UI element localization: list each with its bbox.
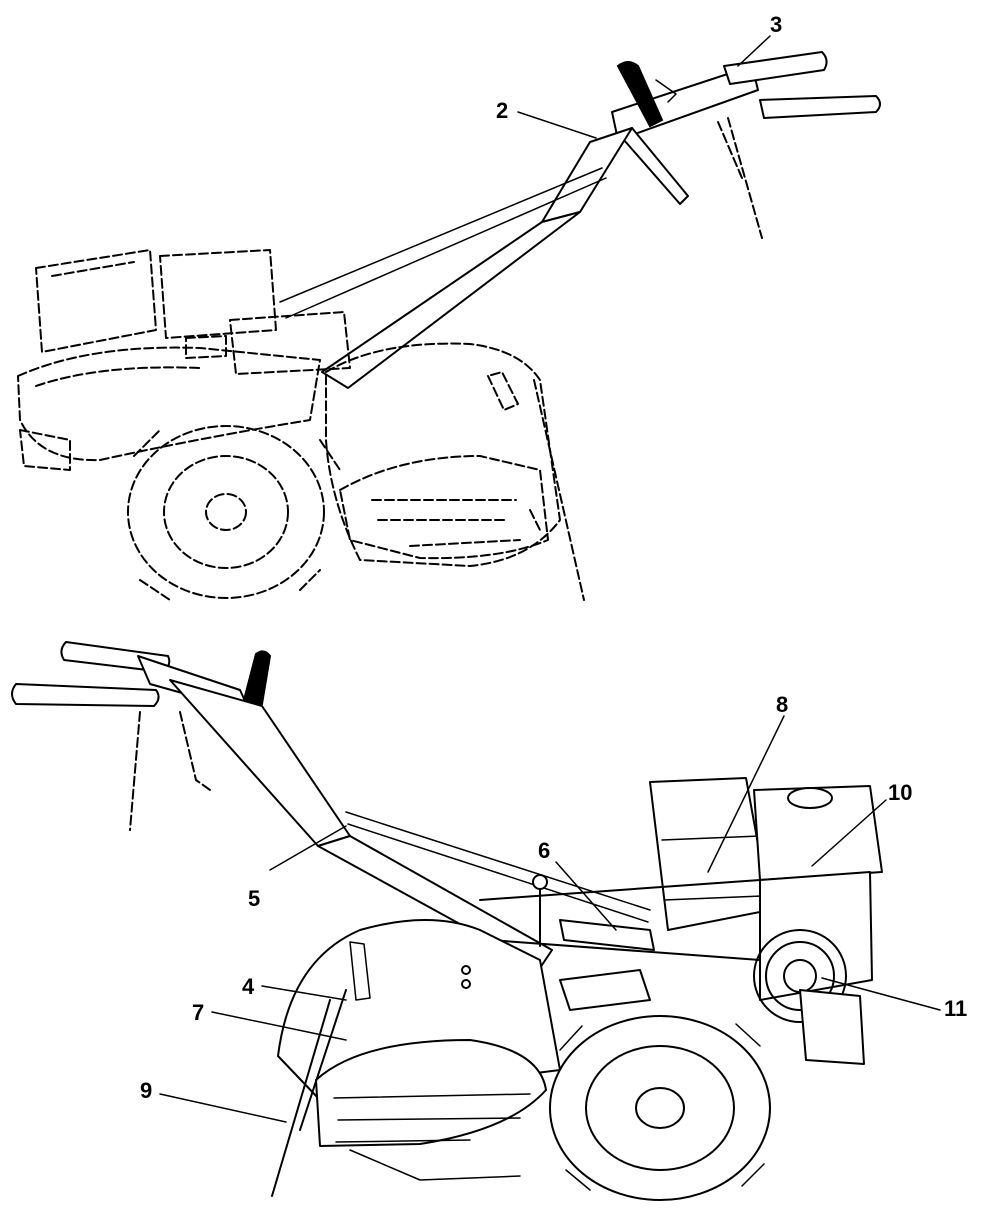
engine-top xyxy=(35,249,351,375)
wheel-top xyxy=(127,425,341,601)
tine-hood-top xyxy=(325,342,585,601)
leader-lines xyxy=(159,35,941,1123)
leader-4 xyxy=(261,985,347,1001)
callout-6: 6 xyxy=(538,838,550,863)
frame-bottom xyxy=(479,874,761,961)
tine-hood-bottom xyxy=(271,919,561,1197)
leader-5 xyxy=(269,825,347,871)
wheel-bottom xyxy=(549,969,771,1201)
engine-bottom xyxy=(649,777,883,1065)
tiller-top-view xyxy=(17,51,881,601)
callout-11: 11 xyxy=(944,996,967,1021)
leader-2 xyxy=(517,111,597,139)
body-top xyxy=(17,346,321,471)
handle-tube-bottom xyxy=(169,679,651,969)
leader-10 xyxy=(811,799,887,867)
tiller-bottom-view xyxy=(11,641,883,1201)
leader-11 xyxy=(821,977,941,1011)
leader-9 xyxy=(159,1093,287,1123)
callout-4: 4 xyxy=(242,974,255,999)
leader-7 xyxy=(211,1011,347,1041)
callout-7: 7 xyxy=(192,1000,204,1025)
leader-3 xyxy=(737,35,771,67)
callout-labels: 2 3 4 5 6 7 8 9 10 11 xyxy=(140,12,967,1103)
callout-10: 10 xyxy=(888,780,912,805)
callout-2: 2 xyxy=(496,98,508,123)
leader-6 xyxy=(555,861,617,931)
handle-tube-top xyxy=(279,127,633,389)
callout-5: 5 xyxy=(248,886,260,911)
callout-3: 3 xyxy=(770,12,782,37)
callout-9: 9 xyxy=(140,1078,152,1103)
leader-8 xyxy=(707,715,785,873)
handlebar-top xyxy=(611,51,881,239)
callout-8: 8 xyxy=(776,692,788,717)
